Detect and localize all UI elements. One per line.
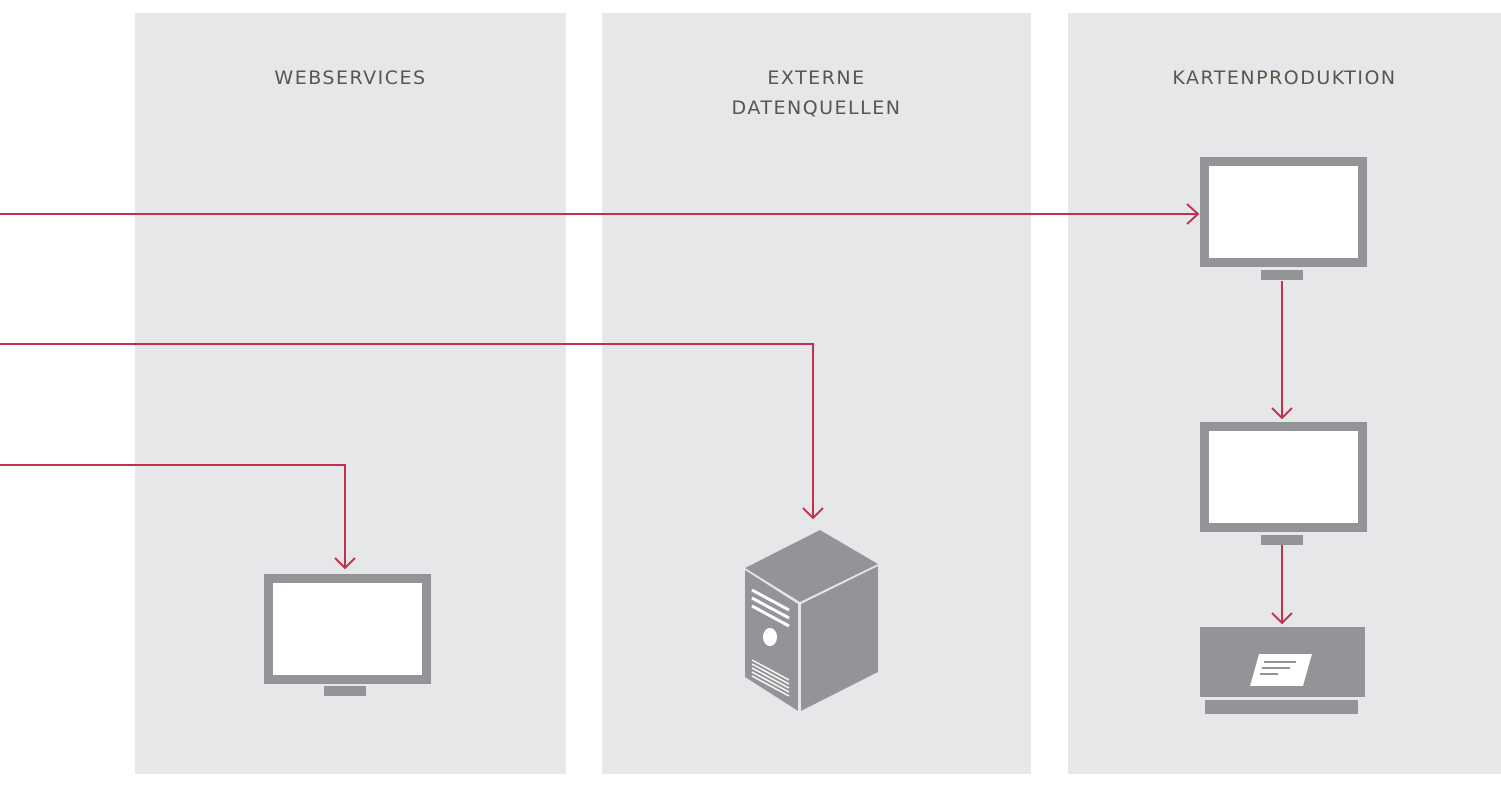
panel-title-line: DATENQUELLEN xyxy=(731,97,902,119)
monitor-icon xyxy=(264,574,431,696)
arrowhead-down xyxy=(334,557,356,570)
arrowhead-right xyxy=(1186,203,1200,225)
printer-icon xyxy=(1200,627,1365,714)
panel-title-line: EXTERNE xyxy=(767,67,866,89)
panel-title-webservices: WEBSERVICES xyxy=(135,63,566,93)
monitor-icon xyxy=(1200,422,1367,545)
server-tower-icon xyxy=(745,530,878,711)
arrowhead-down xyxy=(802,507,824,520)
panel-title-line: KARTENPRODUKTION xyxy=(1172,67,1397,89)
connector-to-webservices-monitor xyxy=(0,464,346,568)
arrowhead-down xyxy=(1271,612,1293,625)
connector-to-server xyxy=(0,343,814,518)
panel-title-externe-datenquellen: EXTERNE DATENQUELLEN xyxy=(602,63,1031,123)
monitor-icon xyxy=(1200,157,1367,280)
panel-title-kartenproduktion: KARTENPRODUKTION xyxy=(1068,63,1501,93)
panel-title-line: WEBSERVICES xyxy=(274,67,427,89)
arrowhead-down xyxy=(1271,407,1293,420)
